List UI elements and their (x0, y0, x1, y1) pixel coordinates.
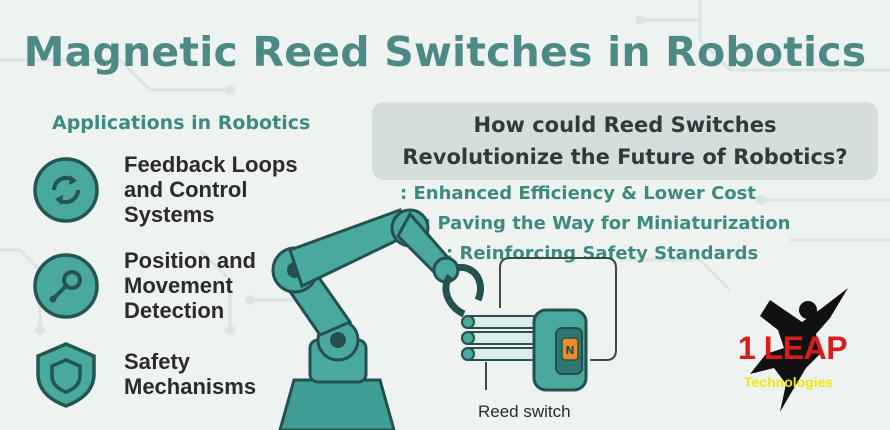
question-box: How could Reed Switches Revolutionize th… (372, 102, 878, 180)
feature-label-line: Detection (124, 298, 225, 323)
feature-safety-mechanisms: Safety Mechanisms (32, 340, 256, 408)
question-line: How could Reed Switches (473, 113, 777, 137)
applications-heading: Applications in Robotics (52, 112, 311, 134)
feature-label-line: Safety (124, 349, 191, 374)
feature-label-line: Systems (124, 202, 215, 227)
feature-position-detection: Position and Movement Detection (32, 248, 256, 323)
refresh-icon (33, 156, 99, 223)
logo-main-text: 1 LEAP (738, 330, 848, 366)
question-line: Revolutionize the Future of Robotics? (402, 145, 848, 169)
feature-label-line: Feedback Loops (124, 152, 298, 177)
reed-switch-label: Reed switch (478, 402, 571, 421)
logo-sub-text: Technologies (744, 374, 834, 390)
benefit-item: : Paving the Way for Miniaturization (424, 213, 791, 234)
feature-feedback-loops: Feedback Loops and Control Systems (32, 152, 298, 227)
feature-label-line: Movement (124, 273, 233, 298)
leap-figure-icon (750, 288, 848, 412)
shield-icon (36, 342, 96, 408)
position-detection-icon (33, 252, 99, 319)
benefit-item: : Enhanced Efficiency & Lower Cost (400, 183, 756, 204)
feature-label-line: Position and (124, 248, 256, 273)
magnet-letter: N (565, 344, 574, 357)
feature-label-line: Mechanisms (124, 374, 257, 399)
robot-arm-illustration: N (271, 208, 617, 430)
feature-label-line: and Control (124, 177, 248, 202)
page-title: Magnetic Reed Switches in Robotics (23, 28, 867, 76)
